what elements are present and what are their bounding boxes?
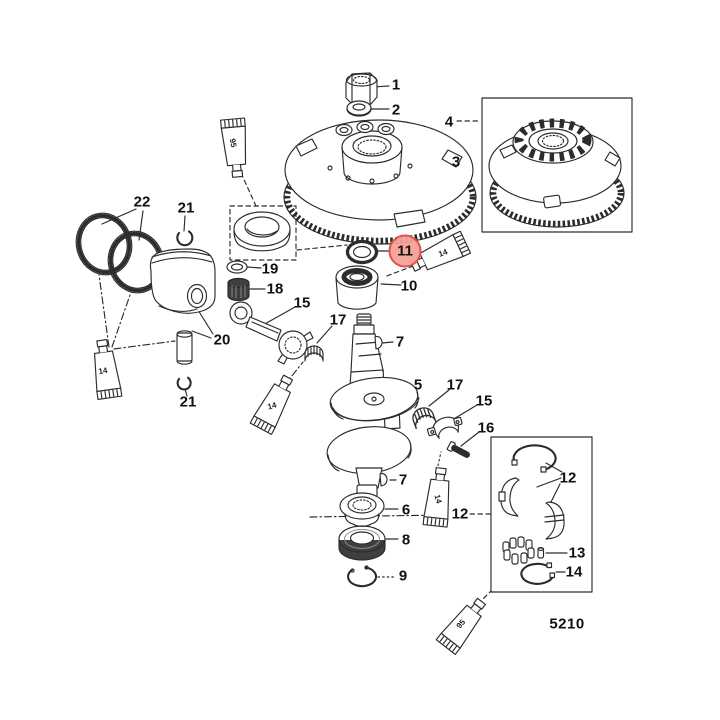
callout-12-outer: 12 — [451, 505, 469, 523]
callout-8: 8 — [401, 531, 411, 549]
tube-label-95-top: 95 — [227, 137, 239, 149]
callout-12-inner: 12 — [559, 469, 577, 487]
callout-13: 13 — [568, 544, 586, 562]
callout-20: 20 — [213, 331, 231, 349]
flywheel-washer — [346, 100, 372, 117]
callout-4: 4 — [444, 113, 454, 131]
washer-19 — [226, 260, 248, 274]
callout-5: 5 — [413, 376, 423, 394]
callout-21-bottom: 21 — [179, 393, 197, 411]
rod-bolt — [446, 441, 470, 458]
retaining-ring-14 — [520, 562, 556, 585]
main-bearing-box — [490, 436, 593, 593]
callout-2: 2 — [391, 101, 401, 119]
callout-1: 1 — [391, 76, 401, 94]
seal-box — [229, 205, 297, 261]
woodruff-key-top — [374, 335, 383, 350]
rod-bearing-half-left — [304, 345, 324, 362]
ball-bearing-8 — [338, 525, 386, 561]
callout-7-top: 7 — [395, 333, 405, 351]
snap-ring-9 — [347, 565, 378, 588]
bearing-race-11 — [345, 239, 379, 265]
sealant-tube-95-top — [220, 117, 251, 179]
highlight-label: 11 — [397, 242, 413, 260]
roller-bearing-10 — [335, 265, 379, 310]
leader-lines — [98, 85, 568, 605]
callout-22: 22 — [133, 193, 151, 211]
callout-17-right: 17 — [446, 376, 464, 394]
callout-6: 6 — [401, 501, 411, 519]
flywheel-nut — [345, 72, 378, 106]
highlighted-part-11-marker[interactable]: 11 — [388, 234, 422, 268]
callout-15-left: 15 — [293, 294, 311, 312]
callout-10: 10 — [400, 277, 418, 295]
bushing-18 — [227, 277, 250, 302]
callout-16: 16 — [477, 419, 495, 437]
roller-cage-13 — [502, 536, 535, 565]
callout-17-left: 17 — [329, 311, 347, 329]
callout-18: 18 — [266, 280, 284, 298]
callout-3: 3 — [451, 153, 461, 171]
piston — [149, 248, 216, 314]
rod-cap — [427, 416, 463, 439]
callout-19: 19 — [261, 260, 279, 278]
circlip-top — [176, 230, 194, 247]
figure-number: 5210 — [549, 615, 585, 633]
tube-label-14-left: 14 — [97, 365, 109, 377]
rod-bearing-half-right — [409, 404, 437, 430]
woodruff-key-bottom — [379, 472, 388, 487]
callout-21-top: 21 — [177, 199, 195, 217]
circlip-bottom — [176, 376, 192, 391]
flywheel-assembly-box — [481, 97, 633, 233]
callout-7-bottom: 7 — [398, 471, 408, 489]
flywheel — [283, 119, 477, 245]
connecting-rod — [229, 301, 314, 365]
callout-15-right: 15 — [475, 392, 493, 410]
wrist-pin — [176, 330, 193, 365]
callout-14-box: 14 — [565, 563, 583, 581]
seal-housing-6 — [339, 492, 385, 527]
callout-9: 9 — [398, 567, 408, 585]
single-roller — [537, 547, 545, 559]
